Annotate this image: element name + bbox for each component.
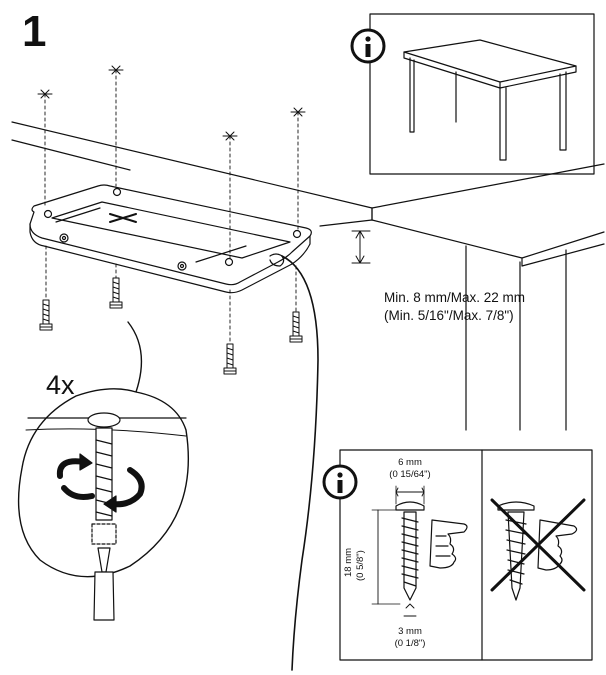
screw-diameter-in: (0 1/8") <box>394 638 426 649</box>
quantity-label: 4x <box>46 370 75 400</box>
guide-crosses <box>37 65 306 141</box>
thickness-metric: Min. 8 mm/Max. 22 mm <box>384 290 526 305</box>
screw-diameter-mm: 3 mm <box>398 626 422 637</box>
charger-cable <box>281 255 319 671</box>
screw-icon <box>39 277 303 375</box>
step-number: 1 <box>22 7 47 56</box>
table-icon <box>403 39 577 161</box>
rotate-arrows-icon <box>56 453 145 513</box>
screw-length-mm: 18 mm <box>343 547 354 577</box>
screw-icon <box>395 501 425 601</box>
screw-guides <box>44 69 299 345</box>
cross-out-icon <box>490 498 586 592</box>
pointing-hand-icon <box>537 519 578 571</box>
pointing-hand-icon <box>429 519 468 569</box>
screw-width-in: (0 15/64") <box>389 469 431 480</box>
tabletop-panel <box>11 121 605 431</box>
screw-length-in: (0 5/8") <box>355 550 366 581</box>
detail-magnifier <box>17 321 190 621</box>
screw-icon <box>497 501 535 601</box>
screw-width-mm: 6 mm <box>398 457 422 468</box>
table-info-panel <box>350 13 595 175</box>
thickness-imperial: (Min. 5/16"/Max. 7/8") <box>384 308 514 323</box>
thickness-arrow <box>351 230 371 264</box>
screw-info-panel <box>322 449 593 661</box>
wireless-charger-icon <box>29 184 312 294</box>
